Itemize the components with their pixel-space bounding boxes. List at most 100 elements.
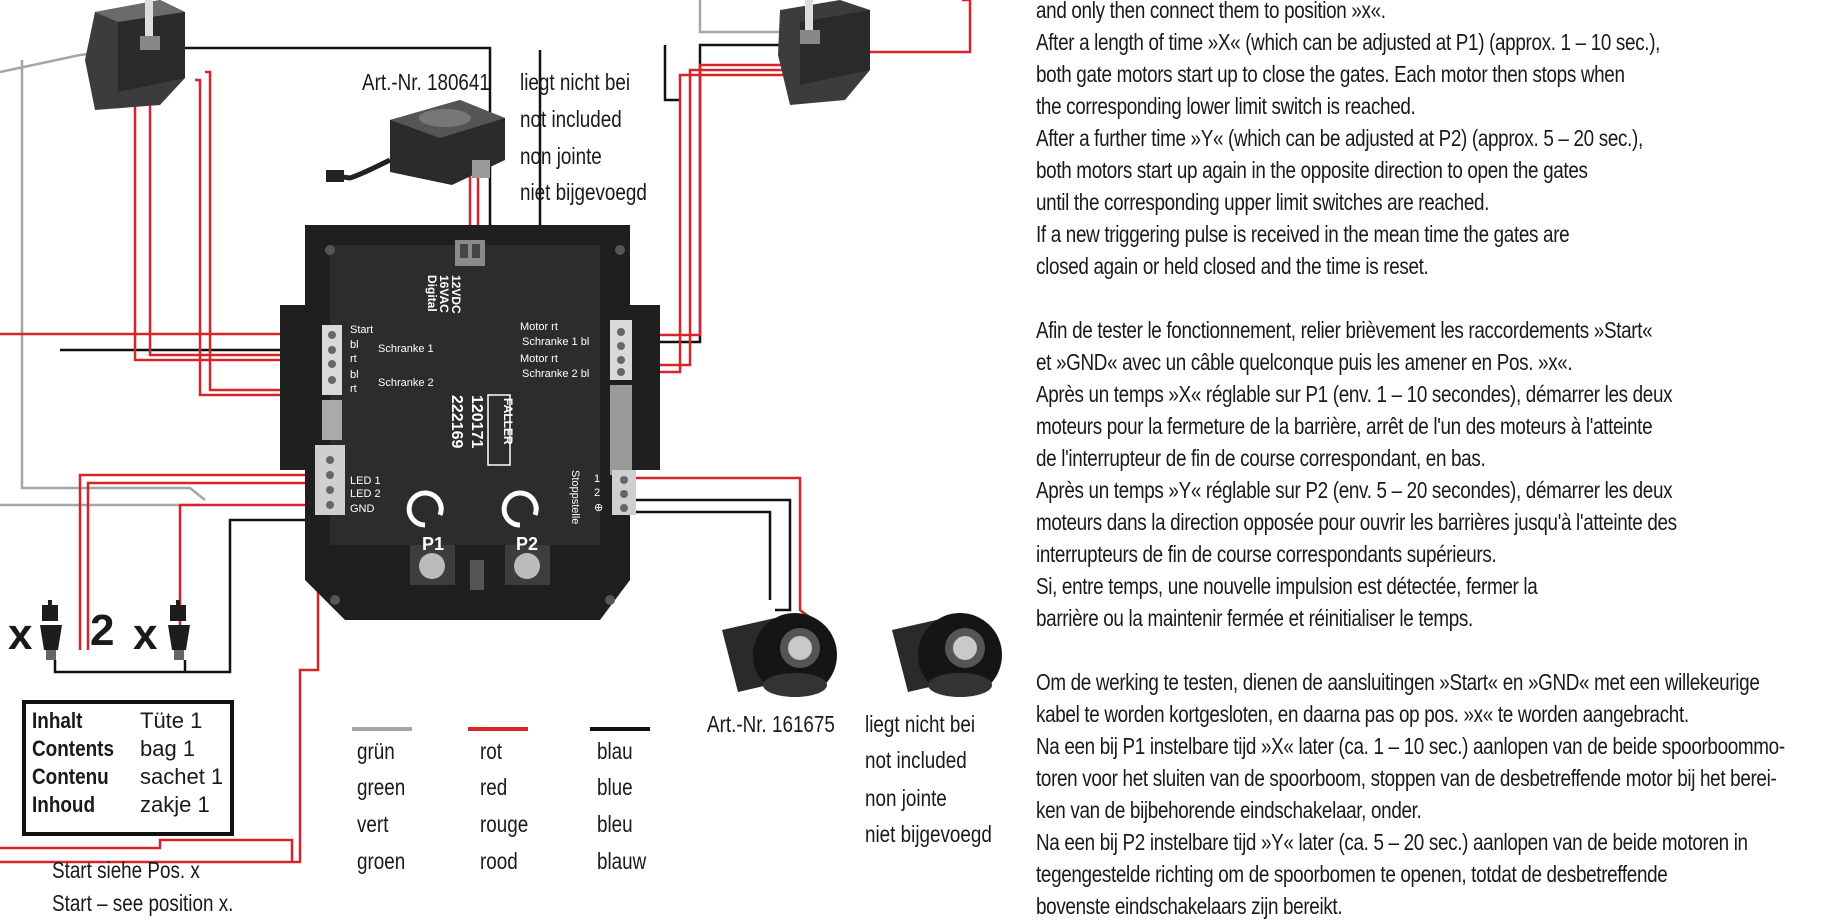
legend-black-nl: blauw bbox=[597, 848, 647, 874]
term-schranke-1: Schranke 1 bbox=[378, 343, 434, 355]
power-supply-not-included-nl: niet bijgevoegd bbox=[520, 179, 647, 205]
legend-grey-nl: groen bbox=[357, 848, 406, 874]
legend-red-en: red bbox=[480, 774, 508, 800]
nl-line: bovenste eindschakelaars zijn bereikt. bbox=[1036, 893, 1343, 919]
module-labels: Start bl Schranke 1 rt bl Schranke 2 rt … bbox=[350, 275, 603, 554]
legend-grey-en: green bbox=[357, 774, 406, 800]
en-line: If a new triggering pulse is received in… bbox=[1036, 221, 1570, 247]
motor-not-included-de: liegt nicht bei bbox=[865, 711, 976, 737]
legend-black-fr: bleu bbox=[597, 811, 633, 837]
en-line: both motors start up again in the opposi… bbox=[1036, 157, 1588, 183]
contents-label: Contents bbox=[32, 736, 114, 761]
pot-p2-label: P2 bbox=[516, 534, 538, 554]
fr-line: Afin de tester le fonctionnement, relier… bbox=[1036, 317, 1653, 343]
en-line: until the corresponding upper limit swit… bbox=[1036, 189, 1490, 215]
contents-value: bag 1 bbox=[140, 736, 196, 761]
power-supply-not-included-de: liegt nicht bei bbox=[520, 69, 631, 95]
fr-line: de l'interrupteur de fin de course corre… bbox=[1036, 445, 1486, 471]
contents-row: Contenu sachet 1 bbox=[32, 763, 223, 791]
contents-value: Tüte 1 bbox=[140, 708, 203, 733]
motor-not-included-nl: niet bijgevoegd bbox=[865, 821, 992, 847]
contents-label: Inhoud bbox=[32, 792, 96, 817]
motor-not-included-fr: non jointe bbox=[865, 785, 947, 811]
fr-line: Après un temps »Y« réglable sur P2 (env.… bbox=[1036, 477, 1673, 503]
term-rt-2: rt bbox=[350, 383, 357, 395]
nl-line: tegengestelde richting om de spoorbomen … bbox=[1036, 861, 1668, 887]
term-start: Start bbox=[350, 324, 373, 336]
start-note-de: Start siehe Pos. x bbox=[52, 857, 200, 883]
term-led-1: LED 1 bbox=[350, 475, 381, 487]
contents-row: Inhoud zakje 1 bbox=[32, 791, 223, 819]
legend-black-en: blue bbox=[597, 774, 633, 800]
fr-line: Après un temps »X« réglable sur P1 (env.… bbox=[1036, 381, 1673, 407]
power-supply-not-included-en: not included bbox=[520, 106, 622, 132]
term-rt-1: rt bbox=[350, 353, 357, 365]
legend-red-de: rot bbox=[480, 738, 503, 764]
multiplier-count: 2 bbox=[90, 606, 115, 655]
led-figure-2 bbox=[168, 600, 190, 660]
contents-row: Inhalt Tüte 1 bbox=[32, 707, 223, 735]
signal-motor-1 bbox=[722, 613, 837, 697]
instructions-english: and only then connect them to position »… bbox=[1036, 0, 1660, 282]
contents-value: sachet 1 bbox=[140, 764, 224, 789]
en-line: closed again or held closed and the time… bbox=[1036, 253, 1429, 279]
nl-line: Na een bij P1 instelbare tijd »X« later … bbox=[1036, 733, 1785, 759]
legend-black-de: blau bbox=[597, 738, 633, 764]
en-line: both gate motors start up to close the g… bbox=[1036, 61, 1625, 87]
contents-box: Inhalt Tüte 1 Contents bag 1 Contenu sachet… bbox=[22, 700, 234, 836]
legend-red-nl: rood bbox=[480, 848, 518, 874]
term-stop-gnd: ⊕ bbox=[594, 502, 603, 514]
term-motor-2: Motor rt bbox=[520, 353, 558, 365]
en-line: and only then connect them to position »… bbox=[1036, 0, 1386, 23]
term-motor-1: Motor rt bbox=[520, 321, 558, 333]
fr-line: moteurs dans la direction opposée pour o… bbox=[1036, 509, 1677, 535]
term-led-2: LED 2 bbox=[350, 488, 381, 500]
term-schranke-2-bl: Schranke 2 bl bbox=[522, 368, 589, 380]
nl-line: Na een bij P2 instelbare tijd »Y« later … bbox=[1036, 829, 1748, 855]
control-module bbox=[280, 225, 660, 620]
power-supply bbox=[326, 100, 505, 185]
contents-row: Contents bag 1 bbox=[32, 735, 223, 763]
gate-motor-left bbox=[85, 0, 185, 110]
power-supply-art-no: Art.-Nr. 180641 bbox=[362, 69, 490, 95]
term-stop-2: 2 bbox=[594, 487, 600, 499]
led-figure-1 bbox=[40, 600, 62, 660]
pot-p1-label: P1 bbox=[422, 534, 444, 554]
gate-motor-right bbox=[778, 0, 870, 105]
module-number-2: 222169 bbox=[448, 395, 465, 448]
motor-not-included-en: not included bbox=[865, 747, 967, 773]
brand-logo-text: FALLER bbox=[501, 398, 515, 445]
multiplier-x-right: x bbox=[133, 610, 158, 659]
power-supply-not-included-fr: non jointe bbox=[520, 143, 602, 169]
en-line: After a further time »Y« (which can be a… bbox=[1036, 125, 1643, 151]
contents-label: Contenu bbox=[32, 764, 109, 789]
contents-label: Inhalt bbox=[32, 708, 83, 733]
fr-line: interrupteurs de fin de course correspon… bbox=[1036, 541, 1497, 567]
fr-line: Si, entre temps, une nouvelle impulsion … bbox=[1036, 573, 1538, 599]
instructions-french: Afin de tester le fonctionnement, relier… bbox=[1036, 314, 1677, 634]
nl-line: Om de werking te testen, dienen de aansl… bbox=[1036, 669, 1760, 695]
motor-art-no: Art.-Nr. 161675 bbox=[707, 711, 835, 737]
start-note-en: Start – see position x. bbox=[52, 890, 234, 916]
power-16vac: 16VAC bbox=[437, 275, 451, 313]
signal-motor-2 bbox=[892, 613, 1002, 697]
legend-grey-fr: vert bbox=[357, 811, 389, 837]
nl-line: toren voor het sluiten van de spoorboom,… bbox=[1036, 765, 1777, 791]
fr-line: moteurs pour la fermeture de la barrière… bbox=[1036, 413, 1653, 439]
term-stop-1: 1 bbox=[594, 473, 600, 485]
en-line: the corresponding lower limit switch is … bbox=[1036, 93, 1416, 119]
module-number-1: 120171 bbox=[468, 395, 485, 448]
nl-line: kabel te worden kortgesloten, en daarna … bbox=[1036, 701, 1689, 727]
instructions-dutch: Om de werking te testen, dienen de aansl… bbox=[1036, 666, 1785, 922]
fr-line: et »GND« avec un câble quelconque puis l… bbox=[1036, 349, 1573, 375]
legend-grey-de: grün bbox=[357, 738, 395, 764]
contents-value: zakje 1 bbox=[140, 792, 210, 817]
legend-red-fr: rouge bbox=[480, 811, 529, 837]
term-gnd: GND bbox=[350, 503, 375, 515]
term-bl-2: bl bbox=[350, 369, 359, 381]
en-line: After a length of time »X« (which can be… bbox=[1036, 29, 1661, 55]
term-bl-1: bl bbox=[350, 339, 359, 351]
power-12vdc: 12VDC bbox=[449, 275, 463, 314]
nl-line: ken van de bijbehorende eindschakelaar, … bbox=[1036, 797, 1422, 823]
